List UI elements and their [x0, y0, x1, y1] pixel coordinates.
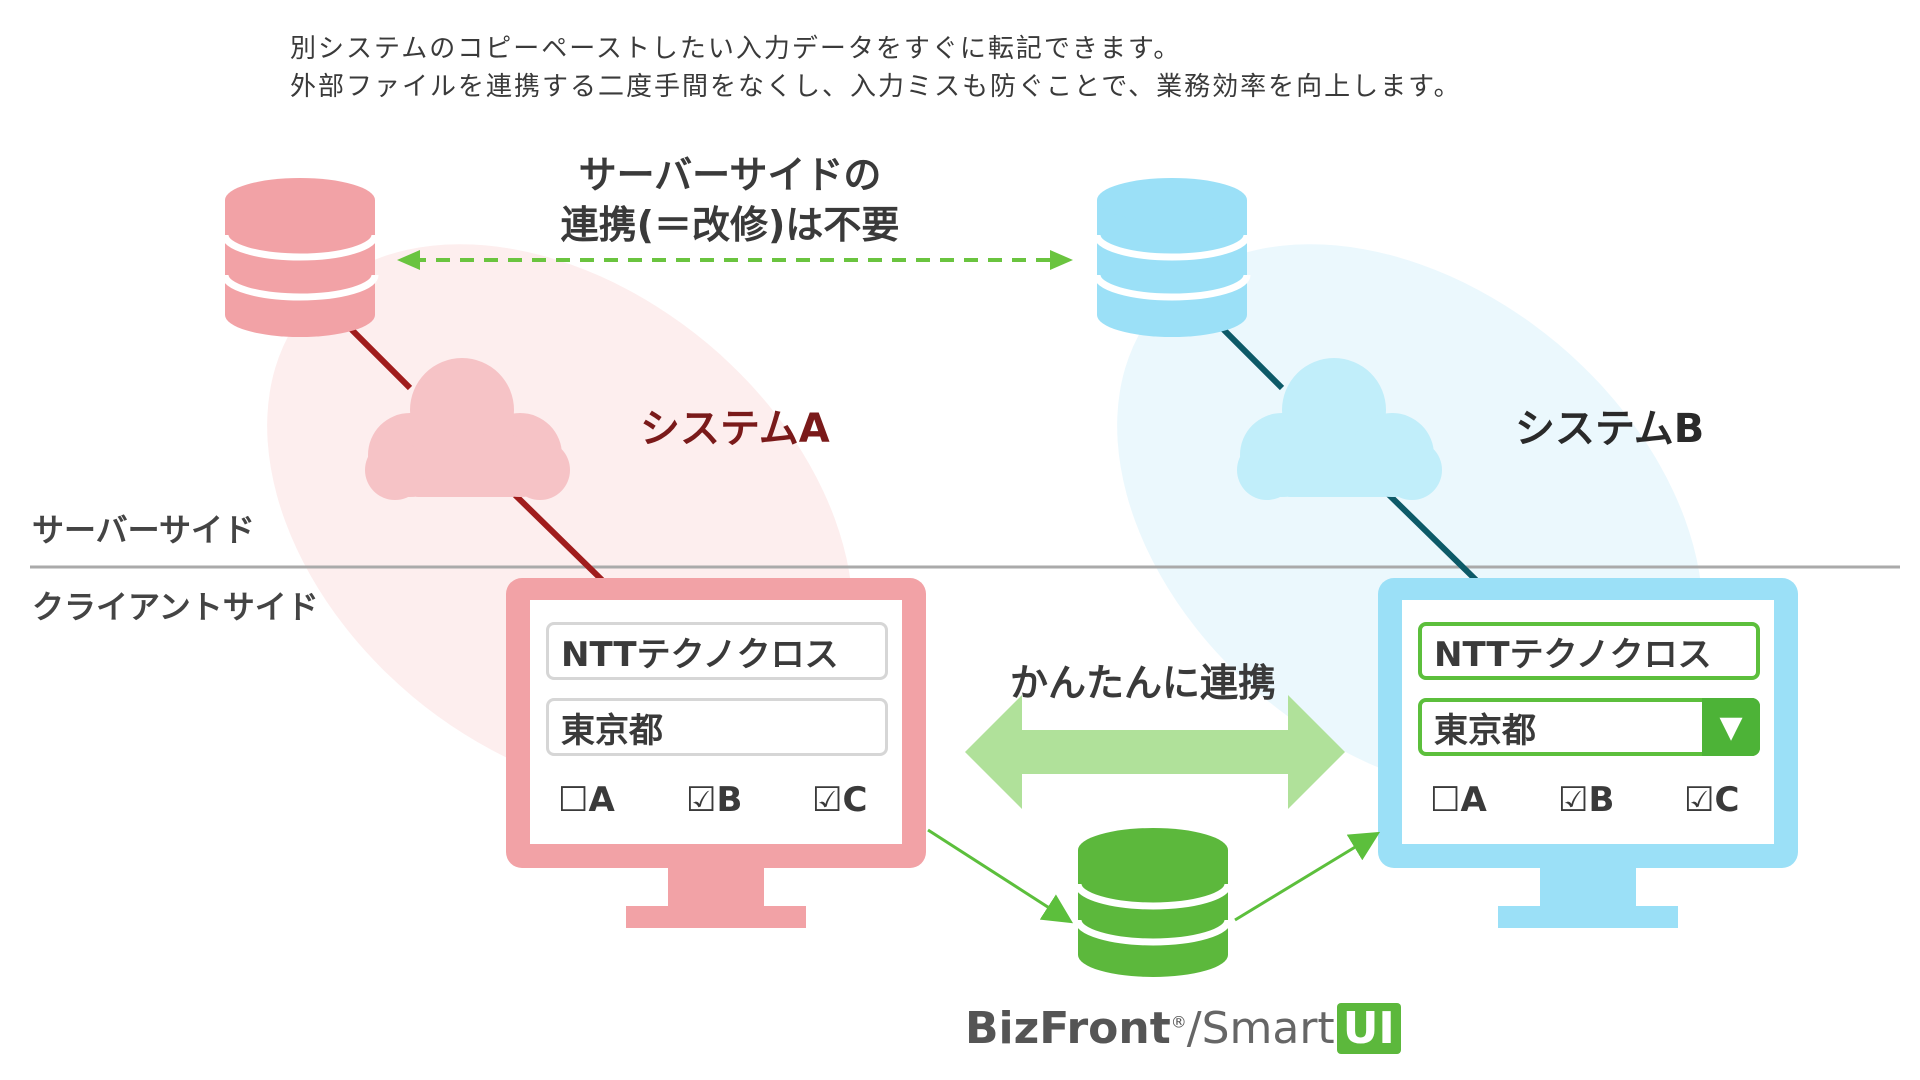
system-b-label: システムB [1515, 406, 1705, 452]
system-a-label: システムA [640, 406, 830, 452]
system-a-company-field[interactable]: NTTテクノクロス [546, 622, 888, 680]
system-b-checkbox-c[interactable]: ☑C [1684, 780, 1740, 820]
system-a-company-value: NTTテクノクロス [561, 634, 839, 675]
server-link-note: サーバーサイドの 連携(＝改修)は不要 [520, 150, 940, 250]
system-b-database-icon [1093, 178, 1251, 337]
logo-ui: UI [1336, 1003, 1401, 1054]
to-bizfront-arrow [927, 828, 1074, 924]
intro-line-2: 外部ファイルを連携する二度手間をなくし、入力ミスも防ぐことで、業務効率を向上しま… [290, 72, 1462, 102]
system-b-prefecture-value: 東京都 [1434, 710, 1536, 751]
system-b-cloud-icon [1237, 358, 1442, 500]
intro-text: 別システムのコピーペーストしたい入力データをすぐに転記できます。 外部ファイルを… [290, 30, 1462, 106]
system-a-checkbox-c[interactable]: ☑C [812, 780, 868, 820]
server-side-label: サーバーサイド [32, 511, 256, 549]
system-a-checkbox-b[interactable]: ☑B [686, 780, 743, 820]
system-a-line-bottom [505, 485, 605, 583]
system-a-checkbox-a[interactable]: ☐A [558, 780, 615, 820]
intro-line-1: 別システムのコピーペーストしたい入力データをすぐに転記できます。 [290, 34, 1182, 64]
dropdown-arrow-icon[interactable]: ▼ [1702, 698, 1760, 756]
easy-link-arrow [965, 695, 1345, 809]
system-a-prefecture-field[interactable]: 東京都 [546, 698, 888, 756]
system-b-company-value: NTTテクノクロス [1434, 634, 1712, 675]
logo-smart: /Smart [1186, 1003, 1335, 1054]
client-side-label: クライアントサイド [32, 588, 319, 626]
server-dashed-arrow [397, 250, 1073, 270]
server-link-note-line-2: 連携(＝改修)は不要 [560, 203, 900, 247]
system-b-checkbox-b[interactable]: ☑B [1558, 780, 1615, 820]
easy-link-label: かんたんに連携 [1010, 661, 1277, 705]
from-bizfront-arrow [1234, 831, 1381, 922]
system-a-database-icon [221, 178, 379, 337]
system-b-line-bottom [1379, 485, 1479, 583]
system-a-cloud-icon [365, 358, 570, 500]
system-a-prefecture-value: 東京都 [561, 710, 663, 751]
system-b-company-field[interactable]: NTTテクノクロス [1418, 622, 1760, 680]
system-b-checkbox-a[interactable]: ☐A [1430, 780, 1487, 820]
logo-registered-mark: ® [1170, 1012, 1187, 1032]
logo-bizfront: BizFront [965, 1003, 1171, 1054]
bizfront-database-icon [1074, 828, 1232, 977]
server-link-note-line-1: サーバーサイドの [578, 153, 882, 197]
